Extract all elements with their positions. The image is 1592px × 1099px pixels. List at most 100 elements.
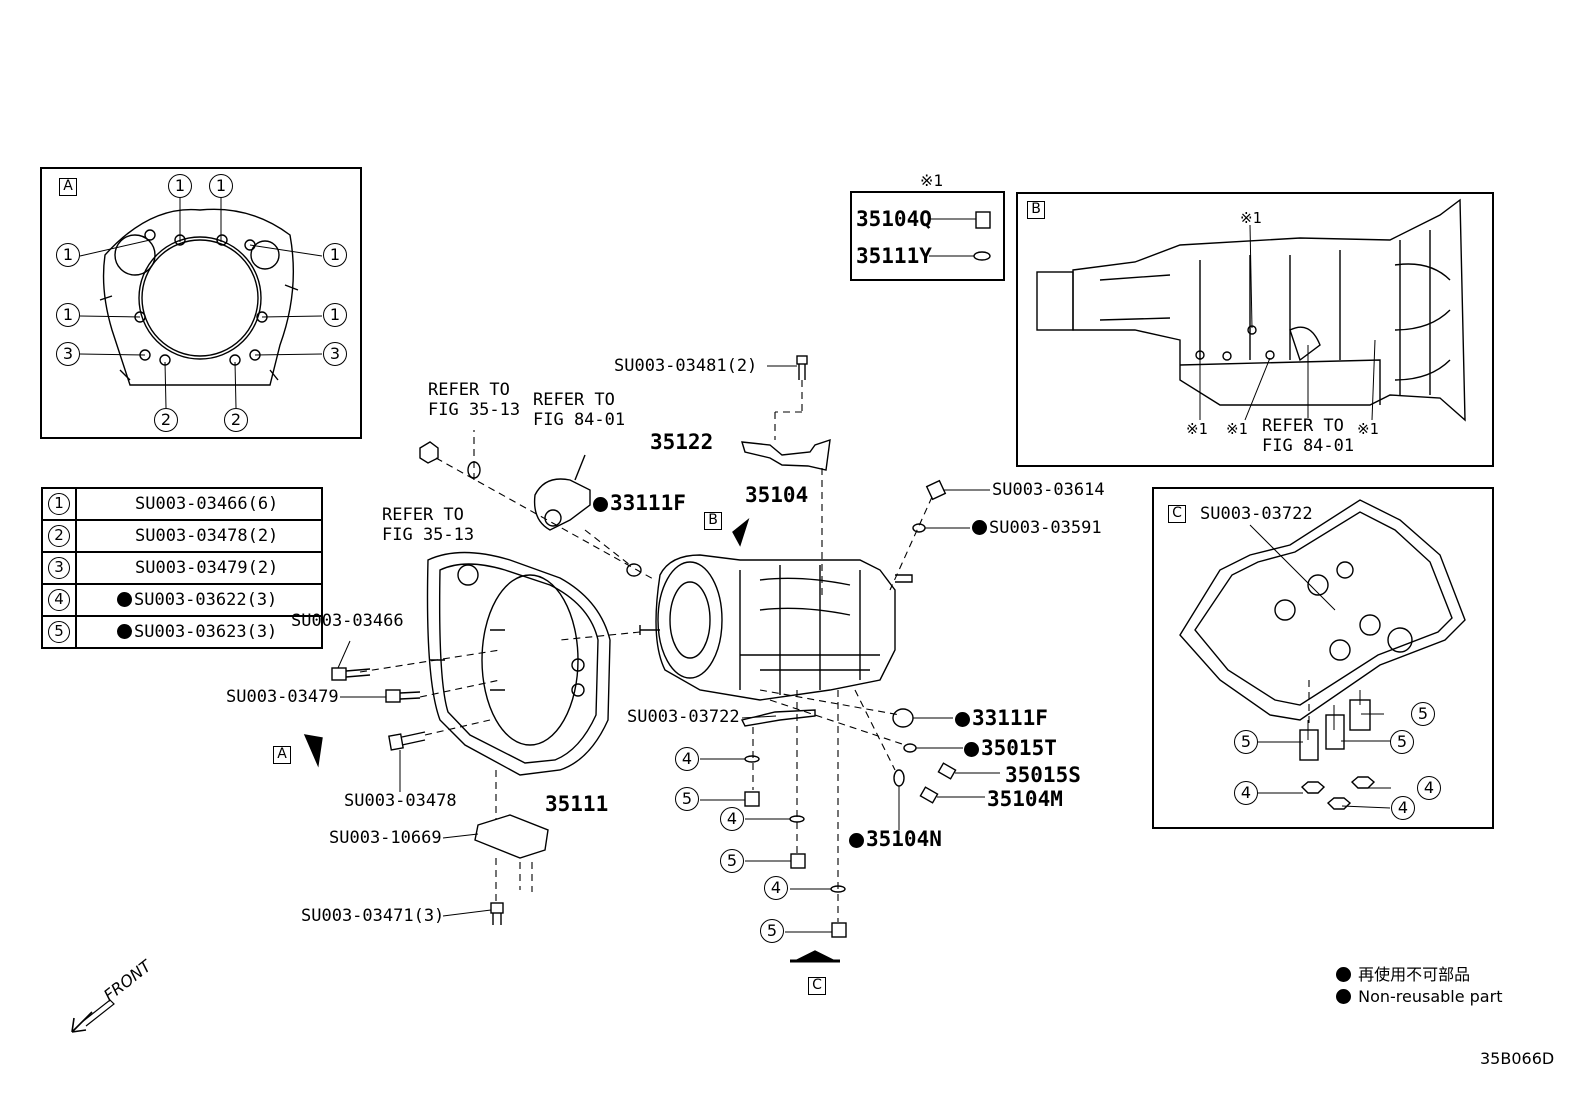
part-su003-03479-label: SU003-03479	[226, 687, 339, 707]
non-reusable-dot	[117, 624, 132, 639]
legend-part: SU003-03478(2)	[75, 519, 323, 553]
callout-1: 1	[56, 303, 80, 327]
callout-3: 3	[56, 342, 80, 366]
legend-number-circle: 1	[48, 493, 70, 515]
non-reusable-dot	[849, 833, 864, 848]
non-reusable-dot	[117, 592, 132, 607]
part-number: 35104N	[866, 827, 942, 851]
part-35111y-label: 35111Y	[856, 244, 932, 268]
transmission-35104	[639, 554, 913, 701]
view-b-fig-label: FIG 84-01	[1262, 436, 1355, 456]
view-b-tag: B	[1027, 201, 1045, 219]
fig-35-13-label: FIG 35-13	[382, 525, 475, 545]
callout-5: 5	[720, 849, 744, 873]
part-35104-label: 35104	[745, 483, 809, 507]
callout-5: 5	[675, 787, 699, 811]
note-text: Non-reusable part	[1358, 987, 1503, 1006]
part-35104q-label: 35104Q	[856, 207, 932, 231]
view-c-box	[1152, 487, 1494, 829]
callout-5: 5	[1411, 702, 1435, 726]
view-c-strainer-label: SU003-03722	[1200, 504, 1313, 524]
view-c-tag: C	[1168, 505, 1186, 523]
callout-4: 4	[1234, 781, 1258, 805]
fig-84-01-label: FIG 84-01	[533, 410, 626, 430]
part-su003-03471-label: SU003-03471(3)	[301, 906, 445, 926]
callout-4: 4	[764, 876, 788, 900]
non-reusable-note-jp: 再使用不可部品	[1336, 961, 1470, 985]
legend-part: SU003-03466(6)	[75, 487, 323, 521]
legend-part-number: SU003-03623(3)	[134, 622, 278, 642]
part-number: 33111F	[972, 706, 1048, 730]
non-reusable-dot	[955, 712, 970, 727]
legend-part: SU003-03623(3)	[75, 615, 323, 649]
asterisk-mark: ※1	[920, 171, 944, 190]
part-su003-03466-label: SU003-03466	[291, 611, 404, 631]
callout-1: 1	[209, 174, 233, 198]
legend-part-number: SU003-03466(6)	[135, 494, 279, 514]
refer-to-label: REFER TO	[533, 390, 615, 410]
legend-number: 5	[41, 615, 77, 649]
view-b-arrow-tag: B	[704, 512, 722, 530]
legend-part-number: SU003-03622(3)	[134, 590, 278, 610]
legend-row: 2 SU003-03478(2)	[41, 519, 323, 553]
legend-row: 5 SU003-03623(3)	[41, 615, 323, 649]
note-text: 再使用不可部品	[1358, 965, 1471, 984]
view-a-box	[40, 167, 362, 439]
part-35122-label: 35122	[650, 430, 714, 454]
part-35015s-label: 35015S	[1005, 763, 1081, 787]
part-su003-03591-label: SU003-03591	[972, 519, 1102, 537]
callout-3: 3	[323, 342, 347, 366]
part-su003-03478-label: SU003-03478	[344, 791, 457, 811]
asterisk-mark: ※1	[1357, 420, 1379, 438]
view-a-tag: A	[59, 178, 77, 196]
callout-5: 5	[1234, 730, 1258, 754]
callout-1: 1	[168, 174, 192, 198]
part-33111f-label: 33111F	[593, 492, 686, 514]
callout-1: 1	[56, 243, 80, 267]
legend-number: 2	[41, 519, 77, 553]
legend-number: 3	[41, 551, 77, 585]
non-reusable-dot	[593, 497, 608, 512]
non-reusable-dot	[1336, 989, 1351, 1004]
asterisk-mark: ※1	[1226, 420, 1248, 438]
part-33111f-label: 33111F	[955, 707, 1048, 729]
legend-part-number: SU003-03478(2)	[135, 526, 279, 546]
callout-4: 4	[1391, 796, 1415, 820]
asterisk-mark: ※1	[1186, 420, 1208, 438]
legend-row: 4 SU003-03622(3)	[41, 583, 323, 617]
legend-row: 1 SU003-03466(6)	[41, 487, 323, 521]
asterisk-parts-box	[850, 191, 1005, 281]
view-c-arrow-tag: C	[808, 977, 826, 995]
part-35104m-label: 35104M	[987, 787, 1063, 811]
callout-5: 5	[760, 919, 784, 943]
callout-1: 1	[323, 243, 347, 267]
callout-4: 4	[720, 807, 744, 831]
legend-number: 4	[41, 583, 77, 617]
figure-code: 35B066D	[1480, 1049, 1555, 1068]
legend-part: SU003-03479(2)	[75, 551, 323, 585]
part-number: 33111F	[610, 491, 686, 515]
view-a-arrow-tag: A	[273, 746, 291, 764]
part-su003-03722-label: SU003-03722	[627, 707, 740, 727]
callout-2: 2	[154, 408, 178, 432]
fig-35-13-label: FIG 35-13	[428, 400, 521, 420]
non-reusable-dot	[1336, 967, 1351, 982]
callout-4: 4	[1417, 776, 1441, 800]
view-b-transmission-side	[1036, 198, 1466, 422]
part-number: SU003-03591	[989, 518, 1102, 538]
legend-part: SU003-03622(3)	[75, 583, 323, 617]
callout-4: 4	[675, 747, 699, 771]
legend-number-circle: 4	[48, 589, 70, 611]
part-su003-03614-label: SU003-03614	[992, 480, 1105, 500]
callout-2: 2	[224, 408, 248, 432]
legend-number: 1	[41, 487, 77, 521]
bell-housing-35111	[426, 551, 611, 776]
part-su003-10669-label: SU003-10669	[329, 828, 442, 848]
part-35015t-label: 35015T	[964, 737, 1057, 759]
legend-number-circle: 2	[48, 525, 70, 547]
non-reusable-dot	[964, 742, 979, 757]
refer-to-label: REFER TO	[428, 380, 510, 400]
